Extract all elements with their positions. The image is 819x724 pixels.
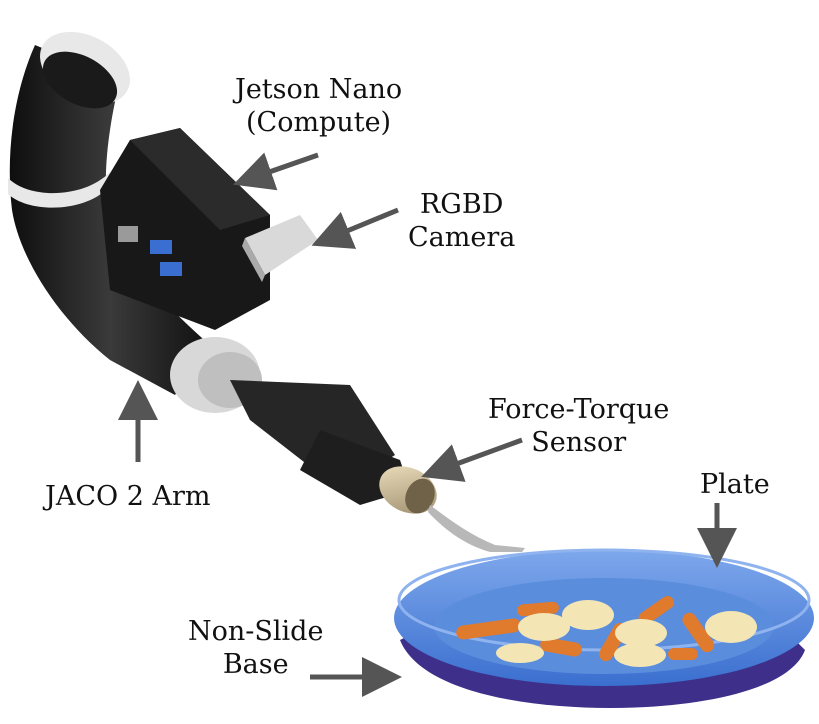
rgbd-camera	[242, 215, 318, 282]
jaco-arm-label: JACO 2 Arm	[45, 480, 210, 513]
fork	[428, 505, 525, 552]
non-slide-base-label: Non-Slide Base	[188, 615, 323, 681]
arrow-force-torque	[421, 437, 523, 482]
jetson-nano-label: Jetson Nano (Compute)	[235, 73, 402, 139]
non-slide-base-label-line1: Non-Slide	[188, 616, 324, 647]
arm-middle-ring	[8, 172, 110, 208]
rgbd-camera-label: RGBD Camera	[408, 188, 515, 254]
plate-label-line1: Plate	[700, 469, 770, 500]
arrow-camera	[311, 207, 399, 249]
jaco-arm-label-line1: JACO 2 Arm	[45, 481, 211, 512]
rgbd-camera-label-line1: RGBD	[419, 189, 504, 220]
arrow-jetson	[233, 152, 319, 191]
food-items	[456, 595, 757, 667]
plate-label: Plate	[700, 468, 770, 501]
jetson-nano-label-line2: (Compute)	[246, 107, 392, 138]
rgbd-camera-label-line2: Camera	[408, 222, 516, 253]
non-slide-base-label-line2: Base	[222, 649, 289, 680]
force-torque-label: Force-Torque Sensor	[488, 393, 669, 459]
annotation-arrows	[118, 152, 737, 697]
force-torque-label-line1: Force-Torque	[488, 394, 670, 425]
jetson-nano-label-line1: Jetson Nano	[235, 74, 403, 105]
force-torque-label-line2: Sensor	[531, 427, 627, 458]
jetson-nano-box	[100, 128, 270, 330]
